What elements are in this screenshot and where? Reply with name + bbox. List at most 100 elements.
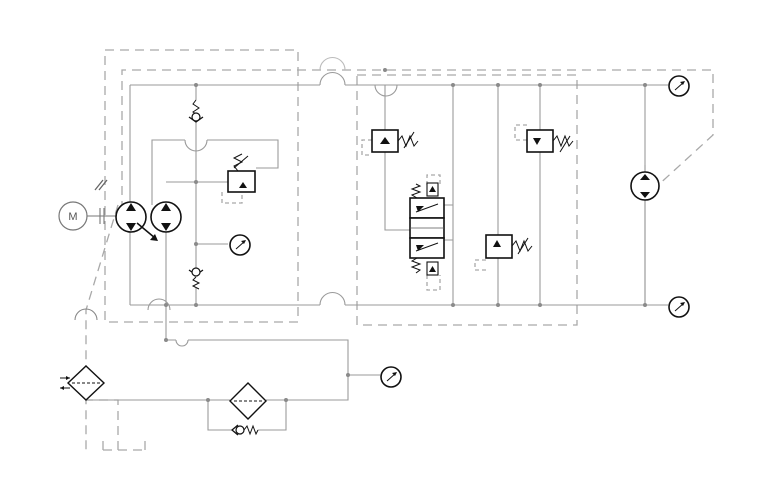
tank-outline bbox=[102, 438, 146, 451]
adjust-arrow-icon bbox=[403, 131, 415, 149]
power-unit-border bbox=[104, 49, 299, 323]
flow-arrow-icon bbox=[493, 240, 501, 247]
dcv-ports bbox=[444, 204, 453, 241]
electric-motor: M bbox=[58, 179, 116, 231]
relief-pilot-3 bbox=[514, 124, 527, 141]
pressure-gauge-4 bbox=[668, 296, 690, 318]
spring-icon bbox=[511, 239, 533, 253]
motor-coupling bbox=[87, 208, 116, 224]
junction bbox=[496, 83, 500, 87]
check-valve-2 bbox=[188, 267, 204, 290]
motor-arrows bbox=[640, 174, 650, 198]
junction bbox=[643, 303, 647, 307]
line-jump-bottom-right bbox=[319, 291, 346, 306]
directional-control-valve bbox=[409, 182, 445, 276]
filter-bypass-line bbox=[207, 400, 287, 431]
junction bbox=[643, 83, 647, 87]
junction bbox=[451, 83, 455, 87]
adjust-arrow-icon bbox=[559, 135, 571, 153]
valve-block-border bbox=[356, 74, 578, 326]
pump-2-icon bbox=[150, 201, 182, 233]
junction bbox=[346, 373, 350, 377]
relief-2-line bbox=[384, 85, 410, 231]
junction bbox=[496, 303, 500, 307]
check-seat bbox=[230, 424, 239, 436]
check-valve-1 bbox=[188, 99, 204, 123]
relief-valve-2 bbox=[371, 129, 419, 153]
relief-pilot-1 bbox=[221, 192, 243, 204]
filter-icon bbox=[229, 382, 267, 420]
spring-icon bbox=[410, 257, 422, 274]
check-seat bbox=[188, 116, 204, 123]
relief-valve-4 bbox=[485, 234, 533, 259]
line-jump-block-top bbox=[374, 84, 398, 97]
pump2-relief-line bbox=[207, 139, 279, 169]
spring-icon bbox=[232, 153, 244, 172]
line-jump-pump2 bbox=[184, 139, 208, 152]
junction bbox=[164, 338, 168, 342]
pump-2-arrows bbox=[161, 203, 171, 231]
relief-valve-1 bbox=[227, 153, 256, 193]
hydraulic-motor-icon bbox=[630, 171, 660, 201]
dcv-block-3 bbox=[409, 237, 445, 259]
dashed-boundaries bbox=[85, 49, 714, 451]
line-jump-dash-top bbox=[319, 56, 346, 71]
spring-icon bbox=[243, 424, 259, 436]
drain-line-left bbox=[85, 204, 119, 450]
line-jump-bottom bbox=[175, 339, 189, 347]
double-pump bbox=[115, 201, 182, 241]
gauge-needle-tip bbox=[680, 81, 685, 85]
pilot-arrow-icon bbox=[429, 266, 436, 272]
check-ball bbox=[191, 112, 201, 122]
junction bbox=[383, 68, 387, 72]
dcv-arrow-icon bbox=[416, 206, 424, 212]
filter-bypass-check bbox=[230, 424, 259, 436]
return-filter bbox=[229, 382, 267, 420]
flow-arrow-icon bbox=[533, 138, 541, 145]
spring-icon bbox=[552, 134, 574, 148]
check-ball bbox=[235, 425, 245, 435]
gauge-needle-tip bbox=[392, 372, 397, 376]
junction bbox=[194, 242, 198, 246]
drain-line-top bbox=[121, 69, 714, 210]
relief-pilot-2 bbox=[361, 139, 372, 156]
valve-body bbox=[227, 170, 256, 193]
pressure-gauge-3 bbox=[668, 75, 690, 97]
junction bbox=[194, 83, 198, 87]
adjust-arrow-icon bbox=[517, 237, 529, 255]
flow-arrow-icon bbox=[239, 182, 247, 188]
coupling-mark bbox=[94, 179, 108, 191]
heat-exchanger bbox=[60, 365, 106, 401]
line-jump-left bbox=[74, 308, 98, 321]
relief-pilot-4 bbox=[474, 259, 486, 271]
pilot-arrow-icon bbox=[429, 186, 436, 192]
junction bbox=[538, 83, 542, 87]
dcv-pilot-drain bbox=[426, 174, 441, 291]
adjust-arrow-icon bbox=[233, 155, 249, 169]
tank-return-dash bbox=[86, 399, 119, 450]
cooler-icon bbox=[66, 365, 106, 401]
junction bbox=[164, 303, 168, 307]
pressure-gauge-2 bbox=[380, 366, 402, 388]
relief-valve-3 bbox=[526, 129, 574, 153]
return-filter-line bbox=[86, 375, 349, 401]
junction bbox=[284, 398, 288, 402]
junction bbox=[451, 303, 455, 307]
dcv-flow-path bbox=[415, 203, 439, 213]
hydraulic-motor bbox=[630, 171, 660, 201]
junction bbox=[194, 180, 198, 184]
variable-arrow-head bbox=[150, 234, 158, 241]
junction bbox=[194, 303, 198, 307]
pressure-gauge-1 bbox=[229, 234, 251, 256]
dcv-flow-path bbox=[415, 242, 439, 252]
line-jump-top-right bbox=[319, 71, 346, 86]
spring-icon bbox=[191, 276, 201, 290]
valve-body bbox=[526, 129, 554, 153]
dcv-arrow-icon bbox=[416, 245, 424, 251]
gauge-needle-tip bbox=[241, 240, 246, 244]
motor-label: M bbox=[68, 211, 77, 223]
line-jump-left-bottom bbox=[147, 298, 171, 311]
junction bbox=[538, 303, 542, 307]
